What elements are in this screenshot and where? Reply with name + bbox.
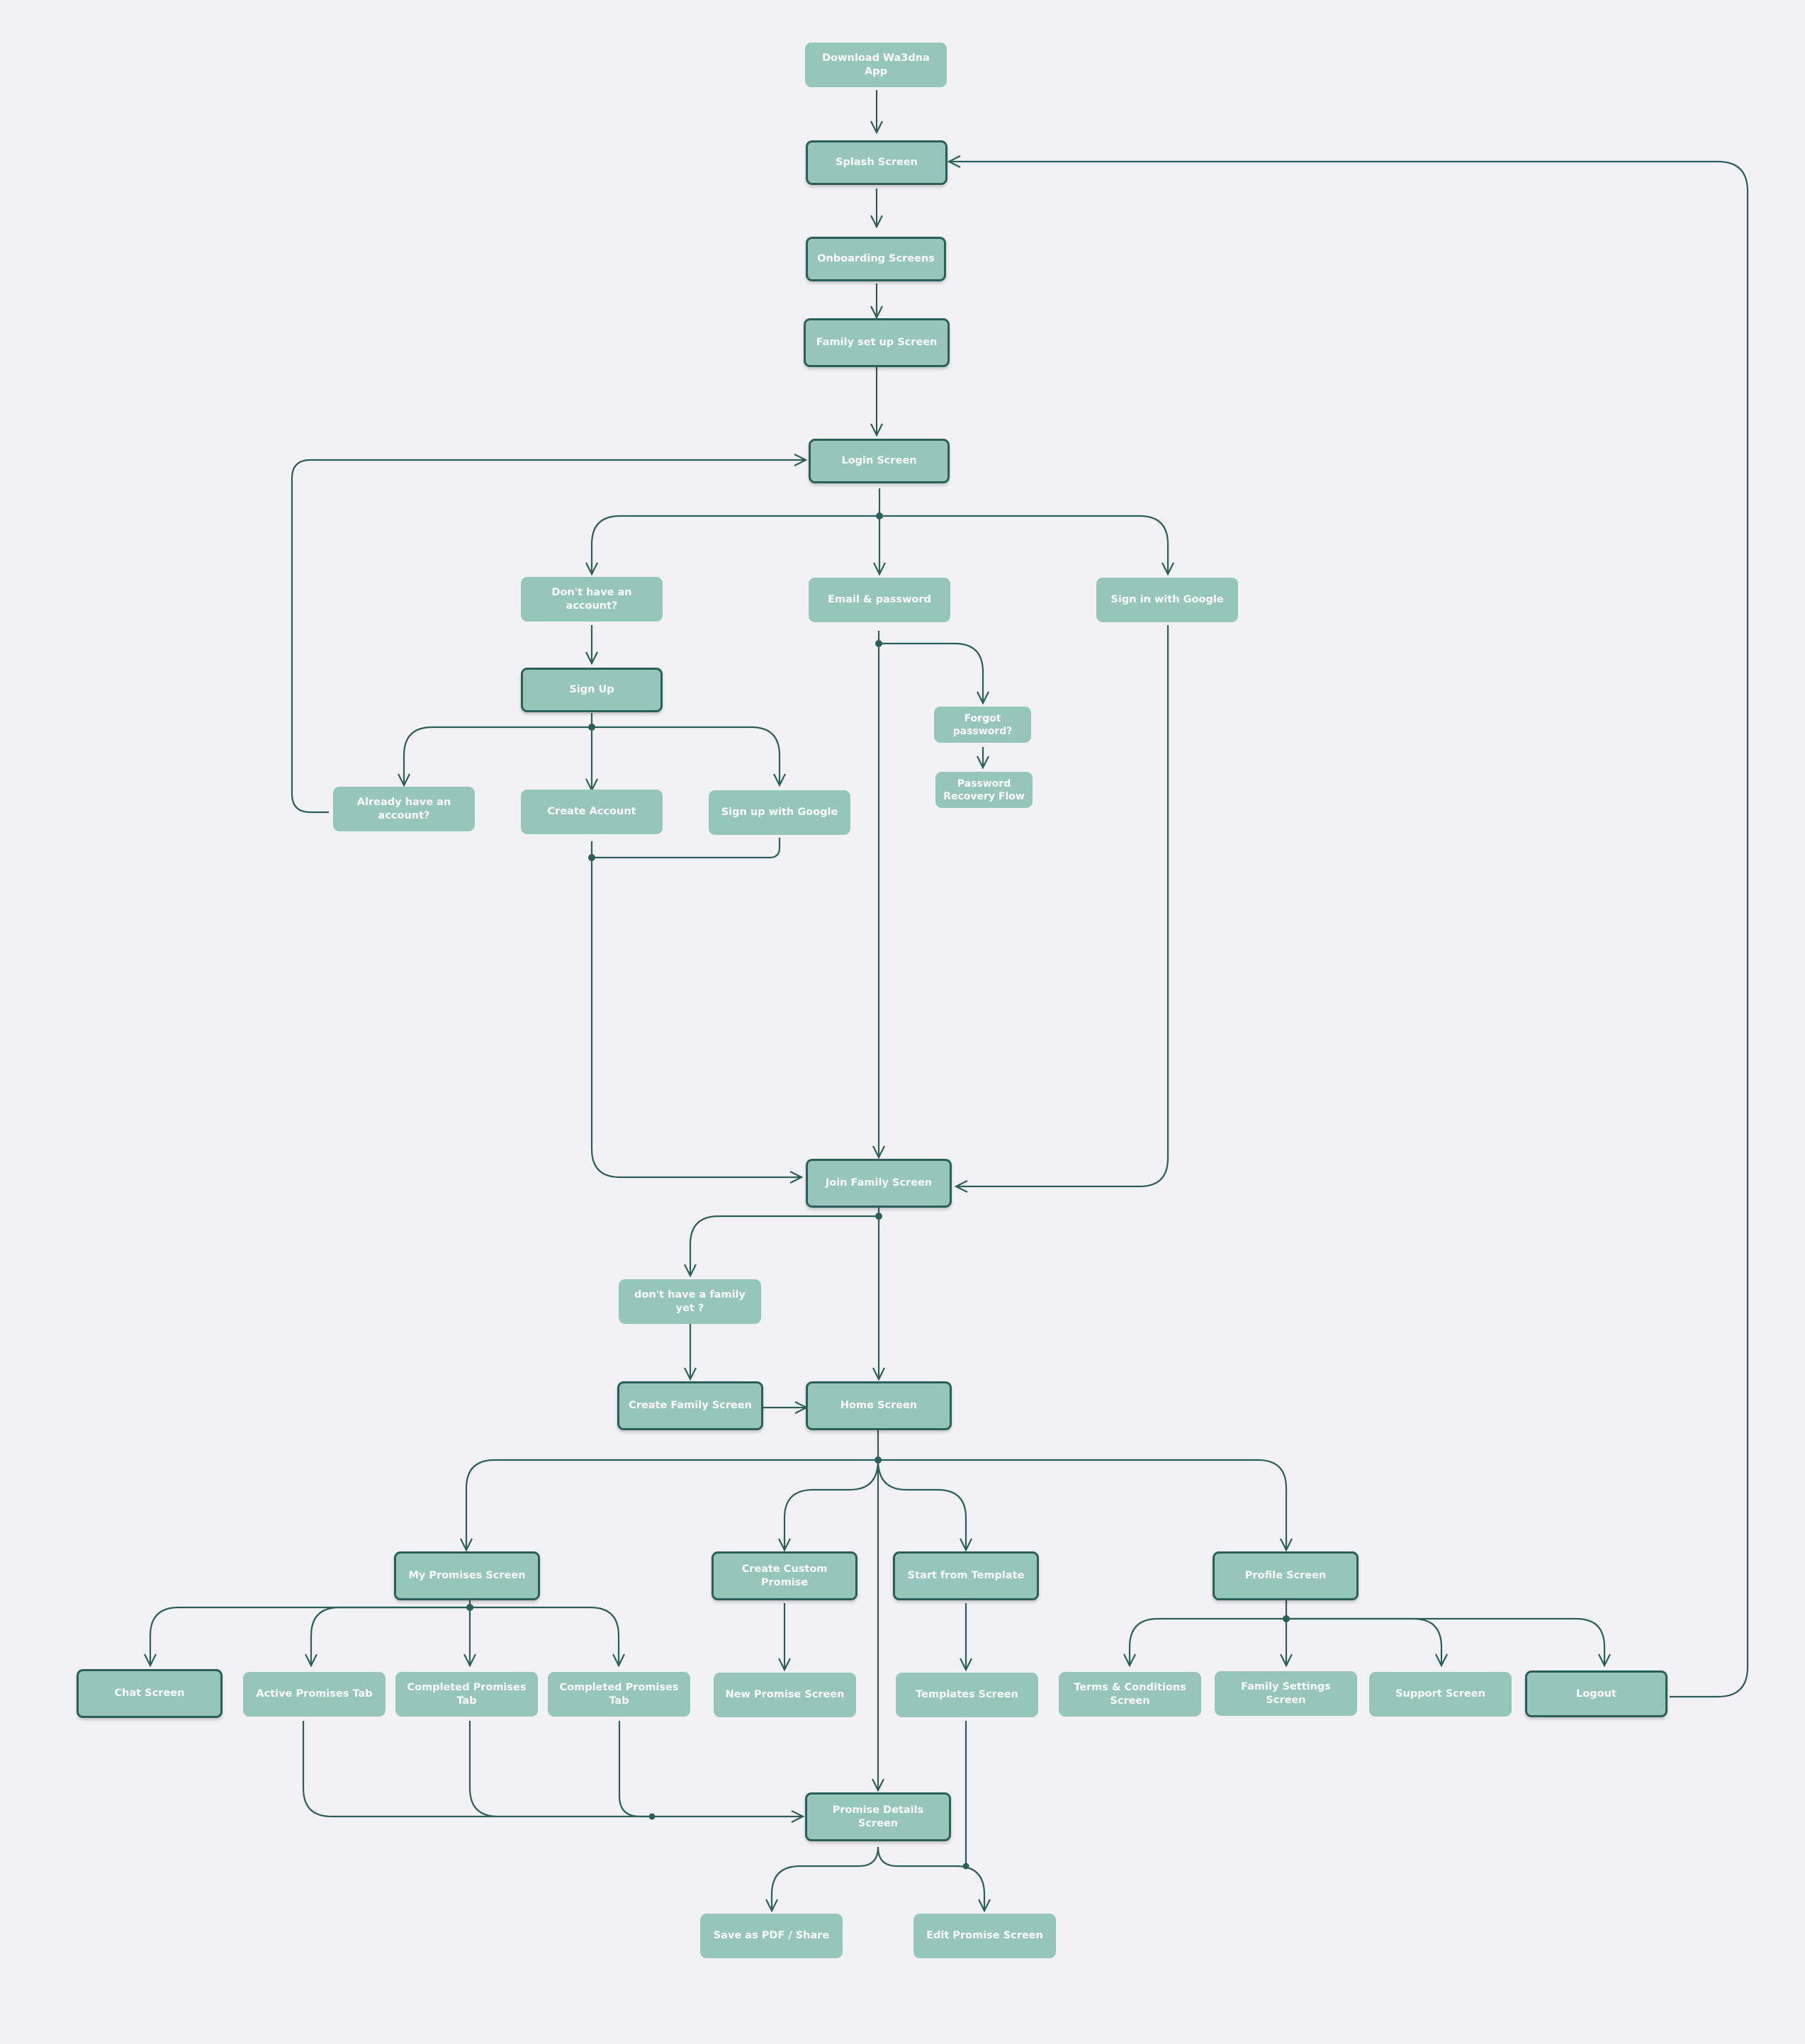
junction-dot	[875, 640, 882, 647]
edge-profile-terms	[1130, 1617, 1286, 1666]
node-no-family-yet[interactable]: don't have a family yet ?	[619, 1279, 761, 1324]
node-family-settings-screen[interactable]: Family Settings Screen	[1215, 1671, 1357, 1716]
edge-active-details	[302, 1721, 803, 1816]
node-terms-conditions-screen[interactable]: Terms & Conditions Screen	[1059, 1672, 1201, 1717]
edge-details-edit	[877, 1846, 984, 1911]
node-support-screen[interactable]: Support Screen	[1369, 1672, 1512, 1717]
node-create-account[interactable]: Create Account	[521, 790, 663, 834]
node-active-promises-tab[interactable]: Active Promises Tab	[243, 1672, 386, 1717]
edge-home-customs	[785, 1459, 879, 1550]
junction-dot	[588, 854, 595, 861]
junction-dot	[1283, 1615, 1290, 1622]
edge-createaccount-join	[590, 841, 802, 1177]
node-sign-up-google[interactable]: Sign up with Google	[709, 790, 850, 835]
edge-details-savepdf	[772, 1846, 879, 1911]
edge-home-template	[877, 1459, 966, 1550]
edge-signup-already	[404, 726, 592, 785]
edge-join-nofamily	[690, 1215, 879, 1276]
edge-login-google	[879, 515, 1168, 574]
node-promise-details-screen[interactable]: Promise Details Screen	[805, 1792, 951, 1841]
node-splash-screen[interactable]: Splash Screen	[806, 140, 948, 185]
node-login-screen[interactable]: Login Screen	[809, 439, 950, 483]
node-my-promises-screen[interactable]: My Promises Screen	[394, 1551, 540, 1600]
junction-dot	[466, 1604, 473, 1611]
node-profile-screen[interactable]: Profile Screen	[1213, 1551, 1359, 1600]
junction-dot	[588, 724, 595, 731]
edge-mypromises-active	[311, 1606, 470, 1666]
node-dont-have-account[interactable]: Don't have an account?	[521, 577, 663, 622]
edge-profile-support	[1286, 1617, 1441, 1666]
edge-profile-logout	[1286, 1617, 1604, 1666]
node-forgot-password[interactable]: Forgot password?	[934, 707, 1031, 743]
edge-home-profile	[878, 1459, 1286, 1550]
node-home-screen[interactable]: Home Screen	[806, 1381, 952, 1430]
node-completed-promises-tab[interactable]: Completed Promises Tab	[395, 1672, 538, 1717]
edge-mypromises-chat	[150, 1606, 470, 1666]
node-family-setup-screen[interactable]: Family set up Screen	[804, 318, 950, 367]
junction-dot	[648, 1813, 656, 1820]
node-download-app[interactable]: Download Wa3dna App	[805, 43, 947, 87]
edge-signup-google	[592, 726, 780, 785]
node-create-custom-promise[interactable]: Create Custom Promise	[712, 1551, 857, 1600]
node-chat-screen[interactable]: Chat Screen	[77, 1669, 223, 1718]
junction-dot	[875, 1456, 882, 1464]
node-sign-up[interactable]: Sign Up	[521, 668, 663, 712]
node-start-from-template[interactable]: Start from Template	[893, 1551, 1039, 1600]
edge-google-join	[956, 625, 1169, 1186]
edge-signupgoogle-merge	[592, 838, 781, 859]
node-password-recovery[interactable]: Password Recovery Flow	[935, 772, 1033, 808]
edge-completed1-details	[468, 1721, 499, 1818]
junction-dot	[875, 1213, 882, 1220]
node-already-have-account[interactable]: Already have an account?	[333, 787, 475, 831]
node-sign-in-google[interactable]: Sign in with Google	[1096, 578, 1238, 622]
node-new-promise-screen[interactable]: New Promise Screen	[714, 1673, 856, 1717]
junction-dot	[962, 1863, 969, 1870]
junction-dot	[876, 512, 883, 520]
edge-completed2-details	[618, 1721, 652, 1818]
edge-login-noaccount	[592, 515, 879, 574]
edge-home-mypromises	[466, 1459, 878, 1550]
edge-logout-splash	[949, 162, 1749, 1698]
node-completed-promises-tab[interactable]: Completed Promises Tab	[548, 1672, 690, 1717]
node-logout[interactable]: Logout	[1525, 1670, 1668, 1717]
edge-already-login	[291, 460, 806, 814]
node-create-family-screen[interactable]: Create Family Screen	[617, 1381, 763, 1430]
node-onboarding-screens[interactable]: Onboarding Screens	[806, 237, 946, 281]
node-email-password[interactable]: Email & password	[809, 578, 950, 622]
node-join-family-screen[interactable]: Join Family Screen	[806, 1159, 952, 1208]
node-edit-promise-screen[interactable]: Edit Promise Screen	[913, 1914, 1056, 1958]
node-templates-screen[interactable]: Templates Screen	[896, 1673, 1038, 1717]
node-save-pdf-share[interactable]: Save as PDF / Share	[700, 1914, 843, 1958]
edge-mypromises-completed2	[470, 1606, 619, 1666]
edge-email-forgot	[879, 642, 983, 703]
